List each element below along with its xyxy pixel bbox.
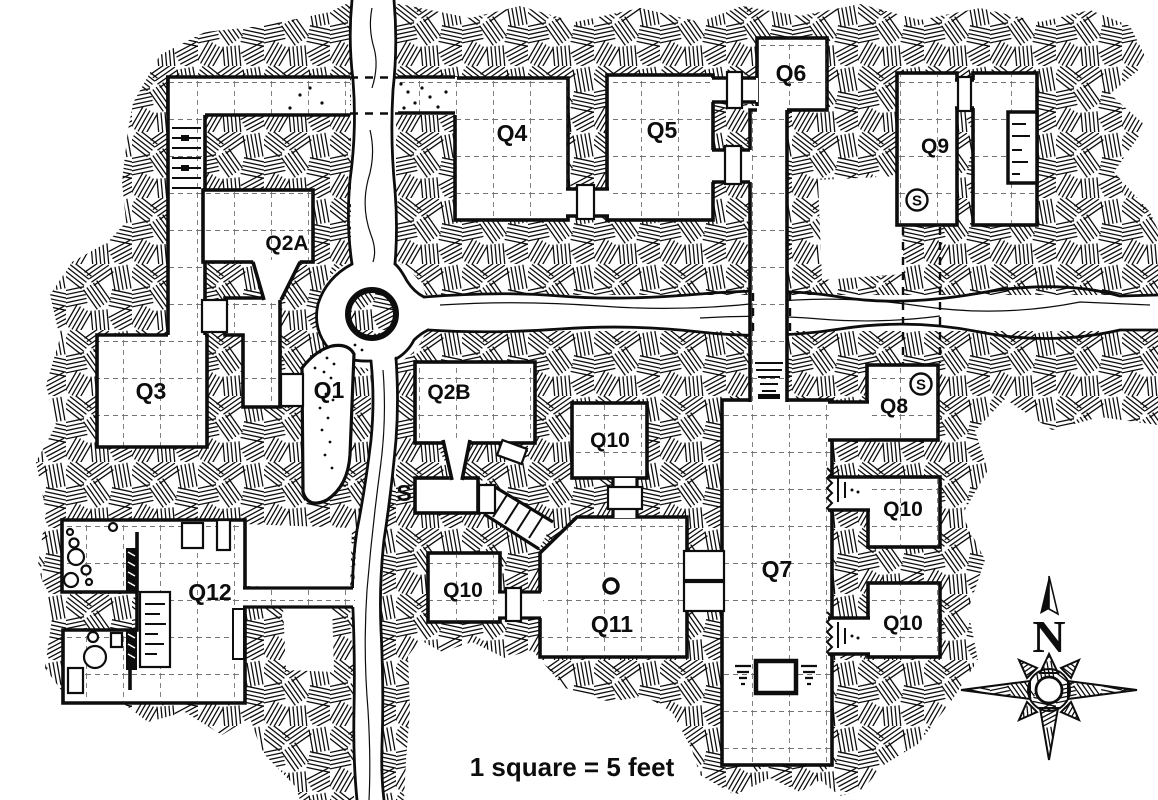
label-q11: Q11 — [591, 611, 633, 637]
pillar — [602, 577, 620, 595]
zigzag-door — [825, 467, 846, 658]
scale-note: 1 square = 5 feet — [470, 752, 675, 782]
label-q5: Q5 — [647, 117, 678, 143]
pool-island — [345, 287, 399, 341]
room-q6 — [755, 36, 829, 112]
pit — [753, 658, 799, 696]
label-q6: Q6 — [776, 60, 807, 86]
stairs-icon — [492, 494, 544, 539]
room-q10-c — [866, 475, 942, 549]
hidden-route — [350, 76, 942, 363]
label-q8: Q8 — [880, 395, 908, 418]
label-q2b: Q2B — [427, 381, 470, 404]
room-labels: Q1 Q2A Q2B Q3 Q4 Q5 Q6 Q7 Q8 Q9 Q10 Q10 … — [136, 60, 949, 637]
label-q12: Q12 — [188, 579, 231, 605]
room-q5 — [605, 73, 715, 222]
label-q1: Q1 — [314, 377, 345, 403]
label-q4: Q4 — [497, 120, 528, 146]
label-q3: Q3 — [136, 378, 167, 404]
doors — [200, 70, 973, 660]
room-q2a — [201, 188, 315, 264]
svg-text:S: S — [912, 193, 922, 210]
room-q4 — [453, 76, 570, 222]
room-q10-b — [426, 551, 502, 624]
room-q2b — [413, 360, 537, 445]
table — [1006, 110, 1039, 185]
label-q10-d: Q10 — [883, 612, 923, 635]
compass-rose: N — [960, 575, 1138, 761]
symbols: S S — [62, 76, 942, 696]
stipple — [288, 82, 448, 470]
label-q7: Q7 — [762, 556, 793, 582]
room-q10-a — [570, 401, 649, 480]
label-q10-b: Q10 — [443, 579, 483, 602]
secret-stair-marker: S S — [905, 188, 933, 396]
label-q9: Q9 — [921, 135, 949, 158]
room-q7 — [720, 398, 834, 767]
label-s: S — [396, 480, 411, 506]
svg-text:S: S — [916, 377, 926, 394]
label-q2a: Q2A — [265, 232, 308, 255]
room-q1 — [300, 343, 356, 505]
label-q10-c: Q10 — [883, 498, 923, 521]
label-q10-a: Q10 — [590, 429, 630, 452]
stairs-icon — [755, 362, 783, 392]
